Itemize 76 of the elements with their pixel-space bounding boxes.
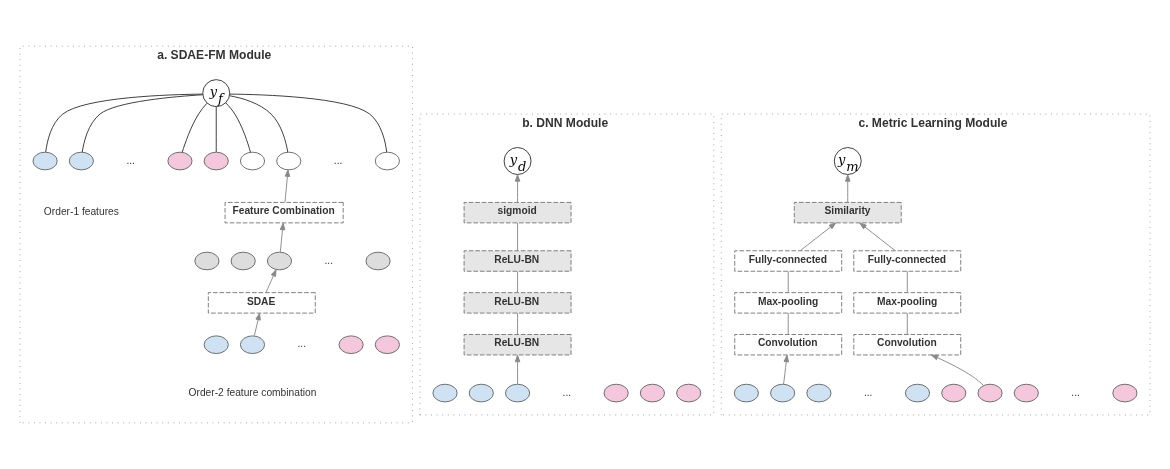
label: ... [863, 386, 873, 398]
node-circle [603, 383, 629, 403]
arrow [279, 222, 286, 253]
node-circle [904, 383, 931, 403]
node-circle [639, 383, 665, 403]
connector [517, 312, 519, 335]
node-box: ReLU-BN [463, 250, 572, 272]
arrow [253, 312, 261, 337]
node-circle [203, 335, 229, 354]
connector [229, 95, 289, 153]
node-box: Feature Combination [224, 201, 344, 224]
arrow [265, 269, 277, 293]
node-circle [68, 151, 94, 171]
connector [45, 93, 204, 153]
node-circle [365, 251, 391, 271]
arrow [930, 354, 984, 386]
connector [181, 102, 208, 153]
arrow [799, 222, 837, 252]
node-circle [276, 151, 302, 171]
label: ... [333, 154, 343, 166]
arrow [514, 174, 521, 203]
node-box: ReLU-BN [463, 292, 572, 314]
node-circle [266, 251, 293, 271]
connector [81, 94, 204, 153]
label: ... [562, 386, 572, 398]
node-circle [203, 151, 229, 171]
node-circle [32, 151, 58, 171]
node-circle [806, 383, 832, 403]
arrow [514, 354, 521, 385]
node-circle [239, 335, 266, 354]
node-circle [432, 383, 458, 403]
connector [787, 270, 789, 293]
node-box: Max-pooling [734, 292, 843, 314]
node-circle [505, 383, 531, 403]
node-circle [468, 383, 494, 403]
node-box: Max-pooling [853, 292, 962, 314]
connector [787, 312, 789, 335]
node-circle [941, 383, 967, 403]
label: ... [297, 338, 307, 350]
connector [229, 93, 388, 153]
label: ... [324, 254, 334, 266]
node-box: Fully-connected [734, 250, 843, 272]
node-box: SDAE [207, 292, 316, 314]
connector [225, 102, 251, 153]
node-circle [733, 383, 759, 403]
label: ... [1071, 386, 1080, 398]
node-box: Similarity [793, 201, 902, 224]
connector [906, 270, 908, 293]
node-circle [977, 383, 1003, 403]
label: Order-1 features [43, 206, 119, 218]
node-box: Convolution [853, 334, 962, 356]
arrow [783, 354, 790, 385]
node-box: sigmoid [463, 201, 572, 224]
arrow [859, 222, 896, 252]
node-circle [194, 251, 220, 271]
label: Order-2 feature combination [188, 386, 317, 398]
connector [517, 270, 519, 293]
label: ... [126, 154, 135, 166]
node-circle [374, 335, 400, 354]
connector [517, 222, 519, 252]
connector [215, 106, 217, 153]
connector [906, 312, 908, 335]
node-circle [374, 151, 400, 171]
node-circle [1112, 383, 1138, 403]
node-circle [239, 151, 266, 171]
arrow [284, 169, 291, 203]
node-box: Convolution [734, 334, 843, 356]
node-circle [770, 383, 796, 403]
node-circle [167, 151, 193, 171]
node-box: Fully-connected [853, 250, 962, 272]
node-circle [1013, 383, 1039, 403]
arrow [845, 174, 851, 203]
node-circle [676, 383, 702, 403]
node-box: ReLU-BN [463, 334, 572, 356]
node-circle [230, 251, 256, 271]
node-circle [338, 335, 364, 354]
